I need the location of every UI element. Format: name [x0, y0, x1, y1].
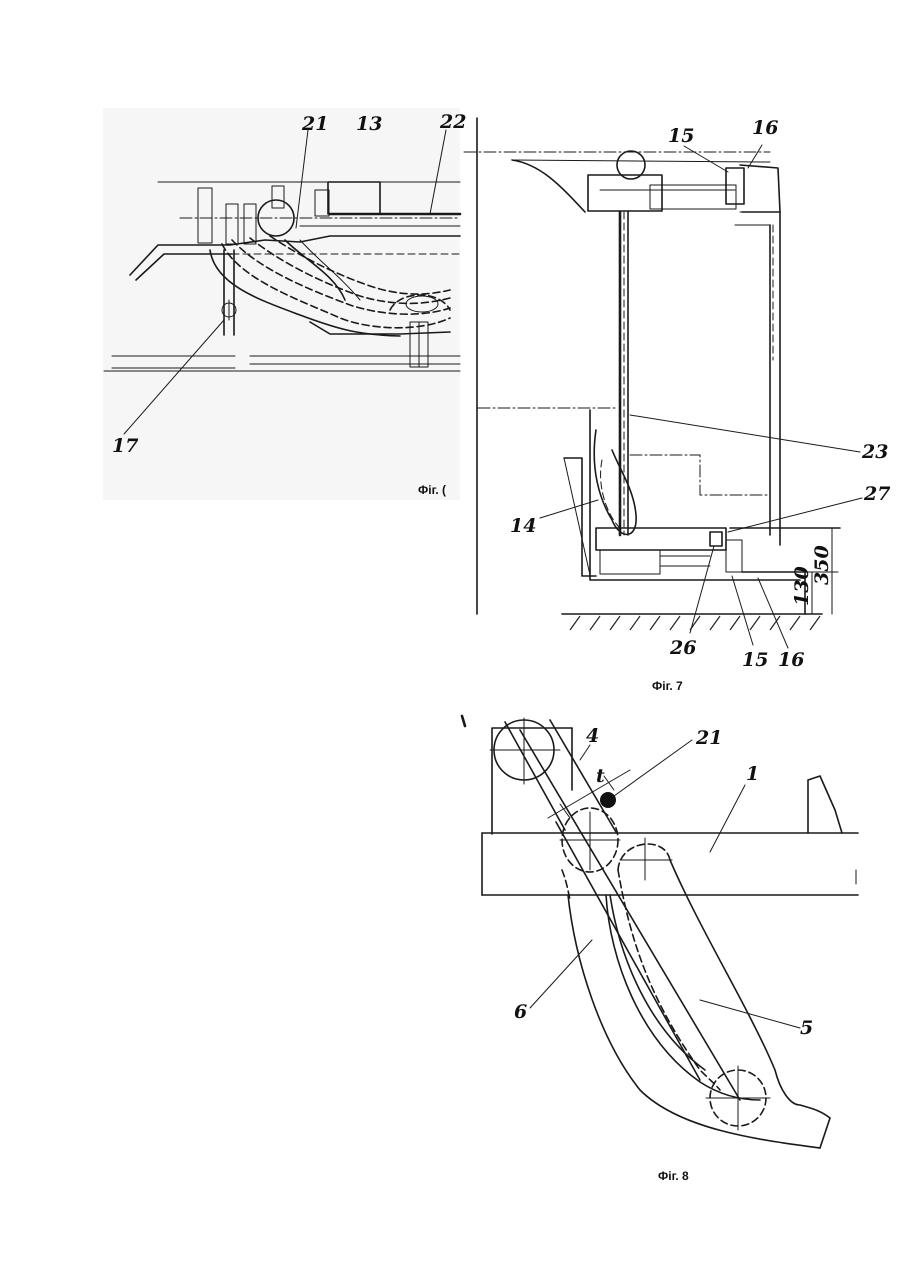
fig8-label-5: 5	[800, 1017, 813, 1039]
fig8-label-t: t	[596, 765, 605, 787]
figure-8: 4 21 1 t 6 5 Фіг. 8	[462, 716, 858, 1183]
fig7-label-26: 26	[669, 637, 696, 659]
fig8-label-4: 4	[586, 725, 599, 747]
figure-7: 350 130 15 16 23 27 14 26 15 16 Фіг. 7	[464, 117, 890, 693]
fig7-ground-hatching	[570, 616, 820, 630]
fig7-caption: Фіг. 7	[652, 679, 683, 693]
fig6-label-22: 22	[439, 111, 466, 133]
fig6-caption: Фіг. (	[418, 483, 446, 497]
figure-6: 21 13 22 17 Фіг. (	[103, 108, 466, 500]
fig7-label-15-top: 15	[668, 125, 694, 147]
fig7-label-27: 27	[863, 483, 890, 505]
fig8-label-6: 6	[514, 1001, 527, 1023]
fig6-label-13: 13	[356, 113, 382, 135]
fig8-pin-21	[600, 792, 616, 808]
fig6-label-21: 21	[301, 113, 328, 135]
fig8-label-21: 21	[695, 727, 722, 749]
fig8-caption: Фіг. 8	[658, 1169, 689, 1183]
fig8-label-1: 1	[746, 763, 759, 785]
fig7-label-16-bottom: 16	[778, 649, 804, 671]
fig7-label-23: 23	[861, 441, 888, 463]
fig7-dimension-350: 350	[811, 545, 833, 585]
fig7-label-14: 14	[510, 515, 536, 537]
fig7-dimension-130: 130	[791, 566, 813, 606]
fig7-label-15-bottom: 15	[742, 649, 768, 671]
fig6-label-17: 17	[112, 435, 138, 457]
fig7-label-16-top: 16	[752, 117, 778, 139]
